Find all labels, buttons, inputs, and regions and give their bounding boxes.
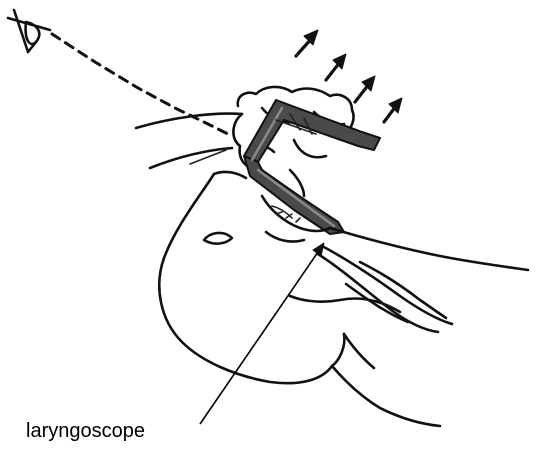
lift-arrows <box>296 30 402 122</box>
forearm <box>136 114 242 168</box>
head-outline <box>159 170 344 383</box>
laryngoscope-label: laryngoscope <box>26 421 145 441</box>
lift-arrow <box>326 54 346 80</box>
lift-arrow <box>384 98 402 122</box>
lift-arrow <box>296 30 318 56</box>
eye-icon <box>8 10 50 52</box>
laryngoscope <box>244 100 380 234</box>
lift-arrow <box>355 76 375 102</box>
pointer-line <box>200 243 324 424</box>
neck-outline <box>332 334 440 426</box>
line-of-sight <box>52 34 232 136</box>
airway <box>290 228 528 332</box>
